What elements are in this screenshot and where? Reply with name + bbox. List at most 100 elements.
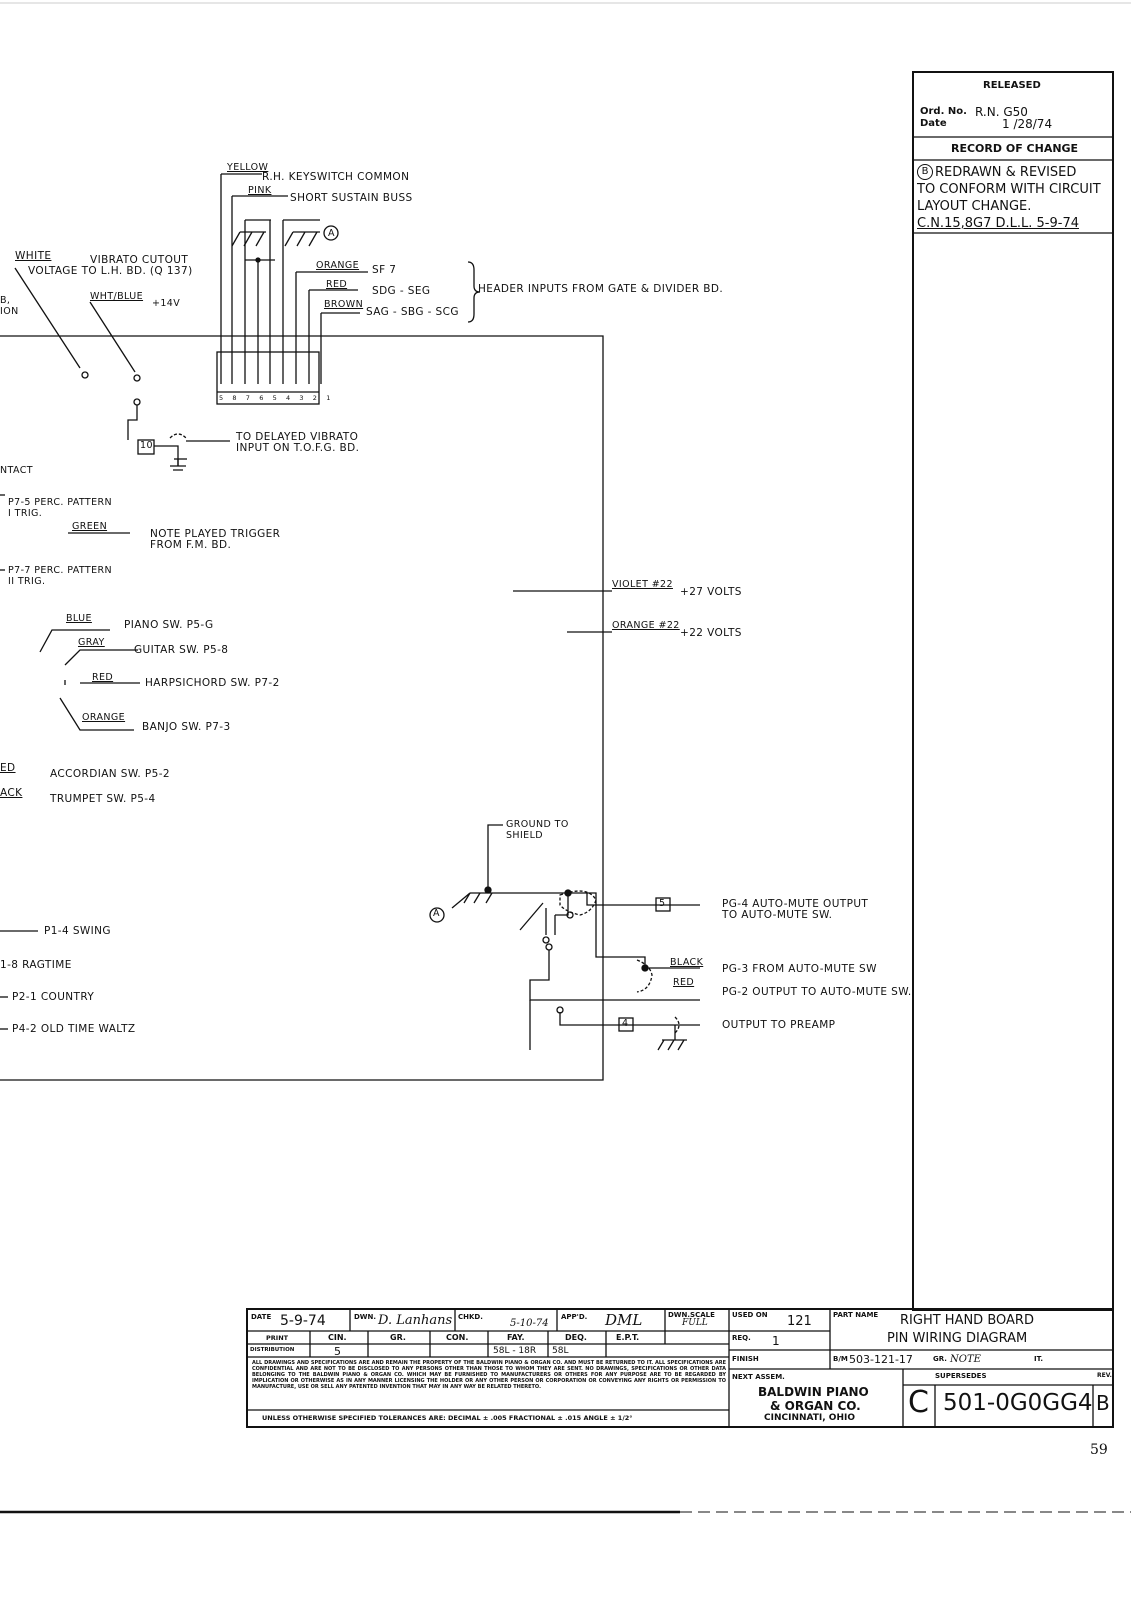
tb-ept-label: E.P.T. <box>616 1333 640 1342</box>
p2-1-country: P2-1 COUNTRY <box>12 991 95 1003</box>
tb-used-on-label: USED ON <box>732 1311 768 1319</box>
tb-date-value: 5-9-74 <box>280 1313 326 1329</box>
plus-14v-label: +14V <box>152 298 181 309</box>
tb-drawn-scale-value: FULL <box>682 1318 708 1328</box>
tb-approved-label: APP'D. <box>561 1313 588 1321</box>
tb-cin-label: CIN. <box>328 1333 347 1342</box>
wire-wht-blue-label: WHT/BLUE <box>90 291 144 302</box>
tb-gr-label: GR. <box>933 1355 947 1363</box>
tb-rev-label: REV. <box>1097 1372 1112 1379</box>
tb-bm-label: B/M <box>833 1355 848 1363</box>
ground-marker-a-top: A <box>328 228 335 239</box>
tb-drawn-signature: D. Lanhans <box>378 1313 453 1328</box>
guitar-switch-label: GUITAR SW. P5-8 <box>134 644 229 656</box>
plus-27-volts: +27 VOLTS <box>680 586 742 598</box>
rh-keyswitch-common: R.H. KEYSWITCH COMMON <box>262 171 410 183</box>
ground-to-label: GROUND TO <box>506 819 569 830</box>
tb-con-label: CON. <box>446 1333 469 1342</box>
tb-property-disclaimer: ALL DRAWINGS AND SPECIFICATIONS ARE AND … <box>252 1360 726 1390</box>
tb-deq-label: DEQ. <box>565 1333 587 1342</box>
shield-label: SHIELD <box>506 830 543 841</box>
wire-orange-sf-label: ORANGE <box>316 260 360 271</box>
plus-22-volts: +22 VOLTS <box>680 627 742 639</box>
tb-rev-value: B <box>1096 1391 1110 1415</box>
sdg-seg-label: SDG - SEG <box>372 285 431 297</box>
change-line-4: C.N.15,8G7 D.L.L. 5-9-74 <box>917 216 1079 231</box>
pg4-output-line2: TO AUTO-MUTE SW. <box>722 909 833 921</box>
connector-pin-numbers: 5 8 7 6 5 4 3 2 1 <box>219 394 334 402</box>
sf7-label: SF 7 <box>372 264 397 276</box>
voltage-lh-label: VOLTAGE TO L.H. BD. (Q 137) <box>28 265 193 277</box>
output-to-preamp: OUTPUT TO PREAMP <box>722 1019 836 1031</box>
change-line-1: REDRAWN & REVISED <box>935 165 1077 180</box>
tb-cin-value: 5 <box>334 1345 341 1358</box>
tb-size-letter: C <box>908 1385 929 1420</box>
tb-fay-value: 58L - 18R <box>493 1346 537 1356</box>
tb-used-on-value: 121 <box>787 1314 812 1329</box>
wire-red-sdg-label: RED <box>326 279 348 290</box>
tb-supersedes-label: SUPERSEDES <box>935 1372 987 1380</box>
note-played-line1: NOTE PLAYED TRIGGER <box>150 528 281 540</box>
wire-gray-label: GRAY <box>78 637 105 648</box>
wire-violet-label: VIOLET #22 <box>612 579 673 590</box>
header-inputs-label: HEADER INPUTS FROM GATE & DIVIDER BD. <box>478 283 724 295</box>
tb-checked-date: 5-10-74 <box>510 1318 549 1329</box>
p7-7-pattern-line2: II TRIG. <box>8 576 46 587</box>
wire-red-harp-label: RED <box>92 672 114 683</box>
banjo-switch-label: BANJO SW. P7-3 <box>142 721 231 733</box>
tb-gr-col-label: GR. <box>390 1333 406 1342</box>
tb-gr-value: NOTE <box>950 1354 981 1365</box>
pg2-output-automute: PG-2 OUTPUT TO AUTO-MUTE SW. <box>722 986 912 998</box>
order-number-value: R.N. G50 <box>975 105 1028 119</box>
wire-blue-label: BLUE <box>66 613 92 624</box>
ground-marker-a-bottom: A <box>433 908 440 919</box>
release-date-label: Date <box>920 118 947 129</box>
page-number: 59 <box>1090 1442 1108 1458</box>
sag-sbg-scg-label: SAG - SBG - SCG <box>366 306 459 318</box>
tb-approved-signature: DML <box>605 1311 643 1329</box>
note-played-line2: FROM F.M. BD. <box>150 539 232 551</box>
change-marker-b: B <box>917 164 933 180</box>
p7-5-pattern-line1: P7-5 PERC. PATTERN <box>8 497 113 508</box>
tb-drawn-label: DWN. <box>354 1313 377 1321</box>
short-sustain-buss: SHORT SUSTAIN BUSS <box>290 192 413 204</box>
delayed-vibrato-line2: INPUT ON T.O.F.G. BD. <box>236 442 360 454</box>
wire-yellow-label: YELLOW <box>227 162 269 173</box>
trumpet-switch-label: TRUMPET SW. P5-4 <box>50 793 156 805</box>
wire-red-p62-label: RED <box>673 977 695 988</box>
record-of-change-heading: RECORD OF CHANGE <box>951 142 1079 155</box>
wire-orange-banjo-label: ORANGE <box>82 712 126 723</box>
tb-drawn-scale-label: DWN.SCALE <box>668 1311 715 1319</box>
p1-4-swing: P1-4 SWING <box>44 925 111 937</box>
tb-part-name-line2: PIN WIRING DIAGRAM <box>887 1331 1028 1346</box>
vibrato-cutout-label: VIBRATO CUTOUT <box>90 254 189 266</box>
tb-distribution-label: DISTRIBUTION <box>250 1347 295 1353</box>
tb-checked-label: CHKD. <box>458 1313 483 1321</box>
tb-fay-label: FAY. <box>507 1333 525 1342</box>
tb-print-label: PRINT <box>266 1334 289 1342</box>
tb-company-line2: & ORGAN CO. <box>770 1399 861 1413</box>
wire-ack-label: ACK <box>0 787 23 799</box>
tb-finish-label: FINISH <box>732 1355 759 1363</box>
tb-part-name-line1: RIGHT HAND BOARD <box>900 1313 1034 1328</box>
wire-pink-label: PINK <box>248 185 272 196</box>
tb-part-name-label: PART NAME <box>833 1311 879 1319</box>
tb-tolerances: UNLESS OTHERWISE SPECIFIED TOLERANCES AR… <box>262 1414 633 1422</box>
tb-it-label: IT. <box>1034 1355 1043 1363</box>
p7-7-pattern-line1: P7-7 PERC. PATTERN <box>8 565 113 576</box>
accordian-switch-label: ACCORDIAN SW. P5-2 <box>50 768 170 780</box>
cut-left-label-bottom: ION <box>0 306 19 317</box>
release-date-value: 1 /28/74 <box>1002 117 1053 131</box>
tb-req-label: REQ. <box>732 1334 751 1342</box>
wire-brown-label: BROWN <box>324 299 364 310</box>
pin-10-box-label: 10 <box>140 440 153 451</box>
wire-black-label: BLACK <box>670 957 704 968</box>
wire-orange22-label: ORANGE #22 <box>612 620 680 631</box>
wire-ed-label: ED <box>0 762 16 774</box>
tb-drawing-number: 501-0G0GG4 <box>943 1390 1093 1416</box>
cut-left-label-top: B, <box>0 295 11 306</box>
change-line-3: LAYOUT CHANGE. <box>917 199 1032 214</box>
p4-2-old-time-waltz: P4-2 OLD TIME WALTZ <box>12 1023 136 1035</box>
piano-switch-label: PIANO SW. P5-G <box>124 619 214 631</box>
